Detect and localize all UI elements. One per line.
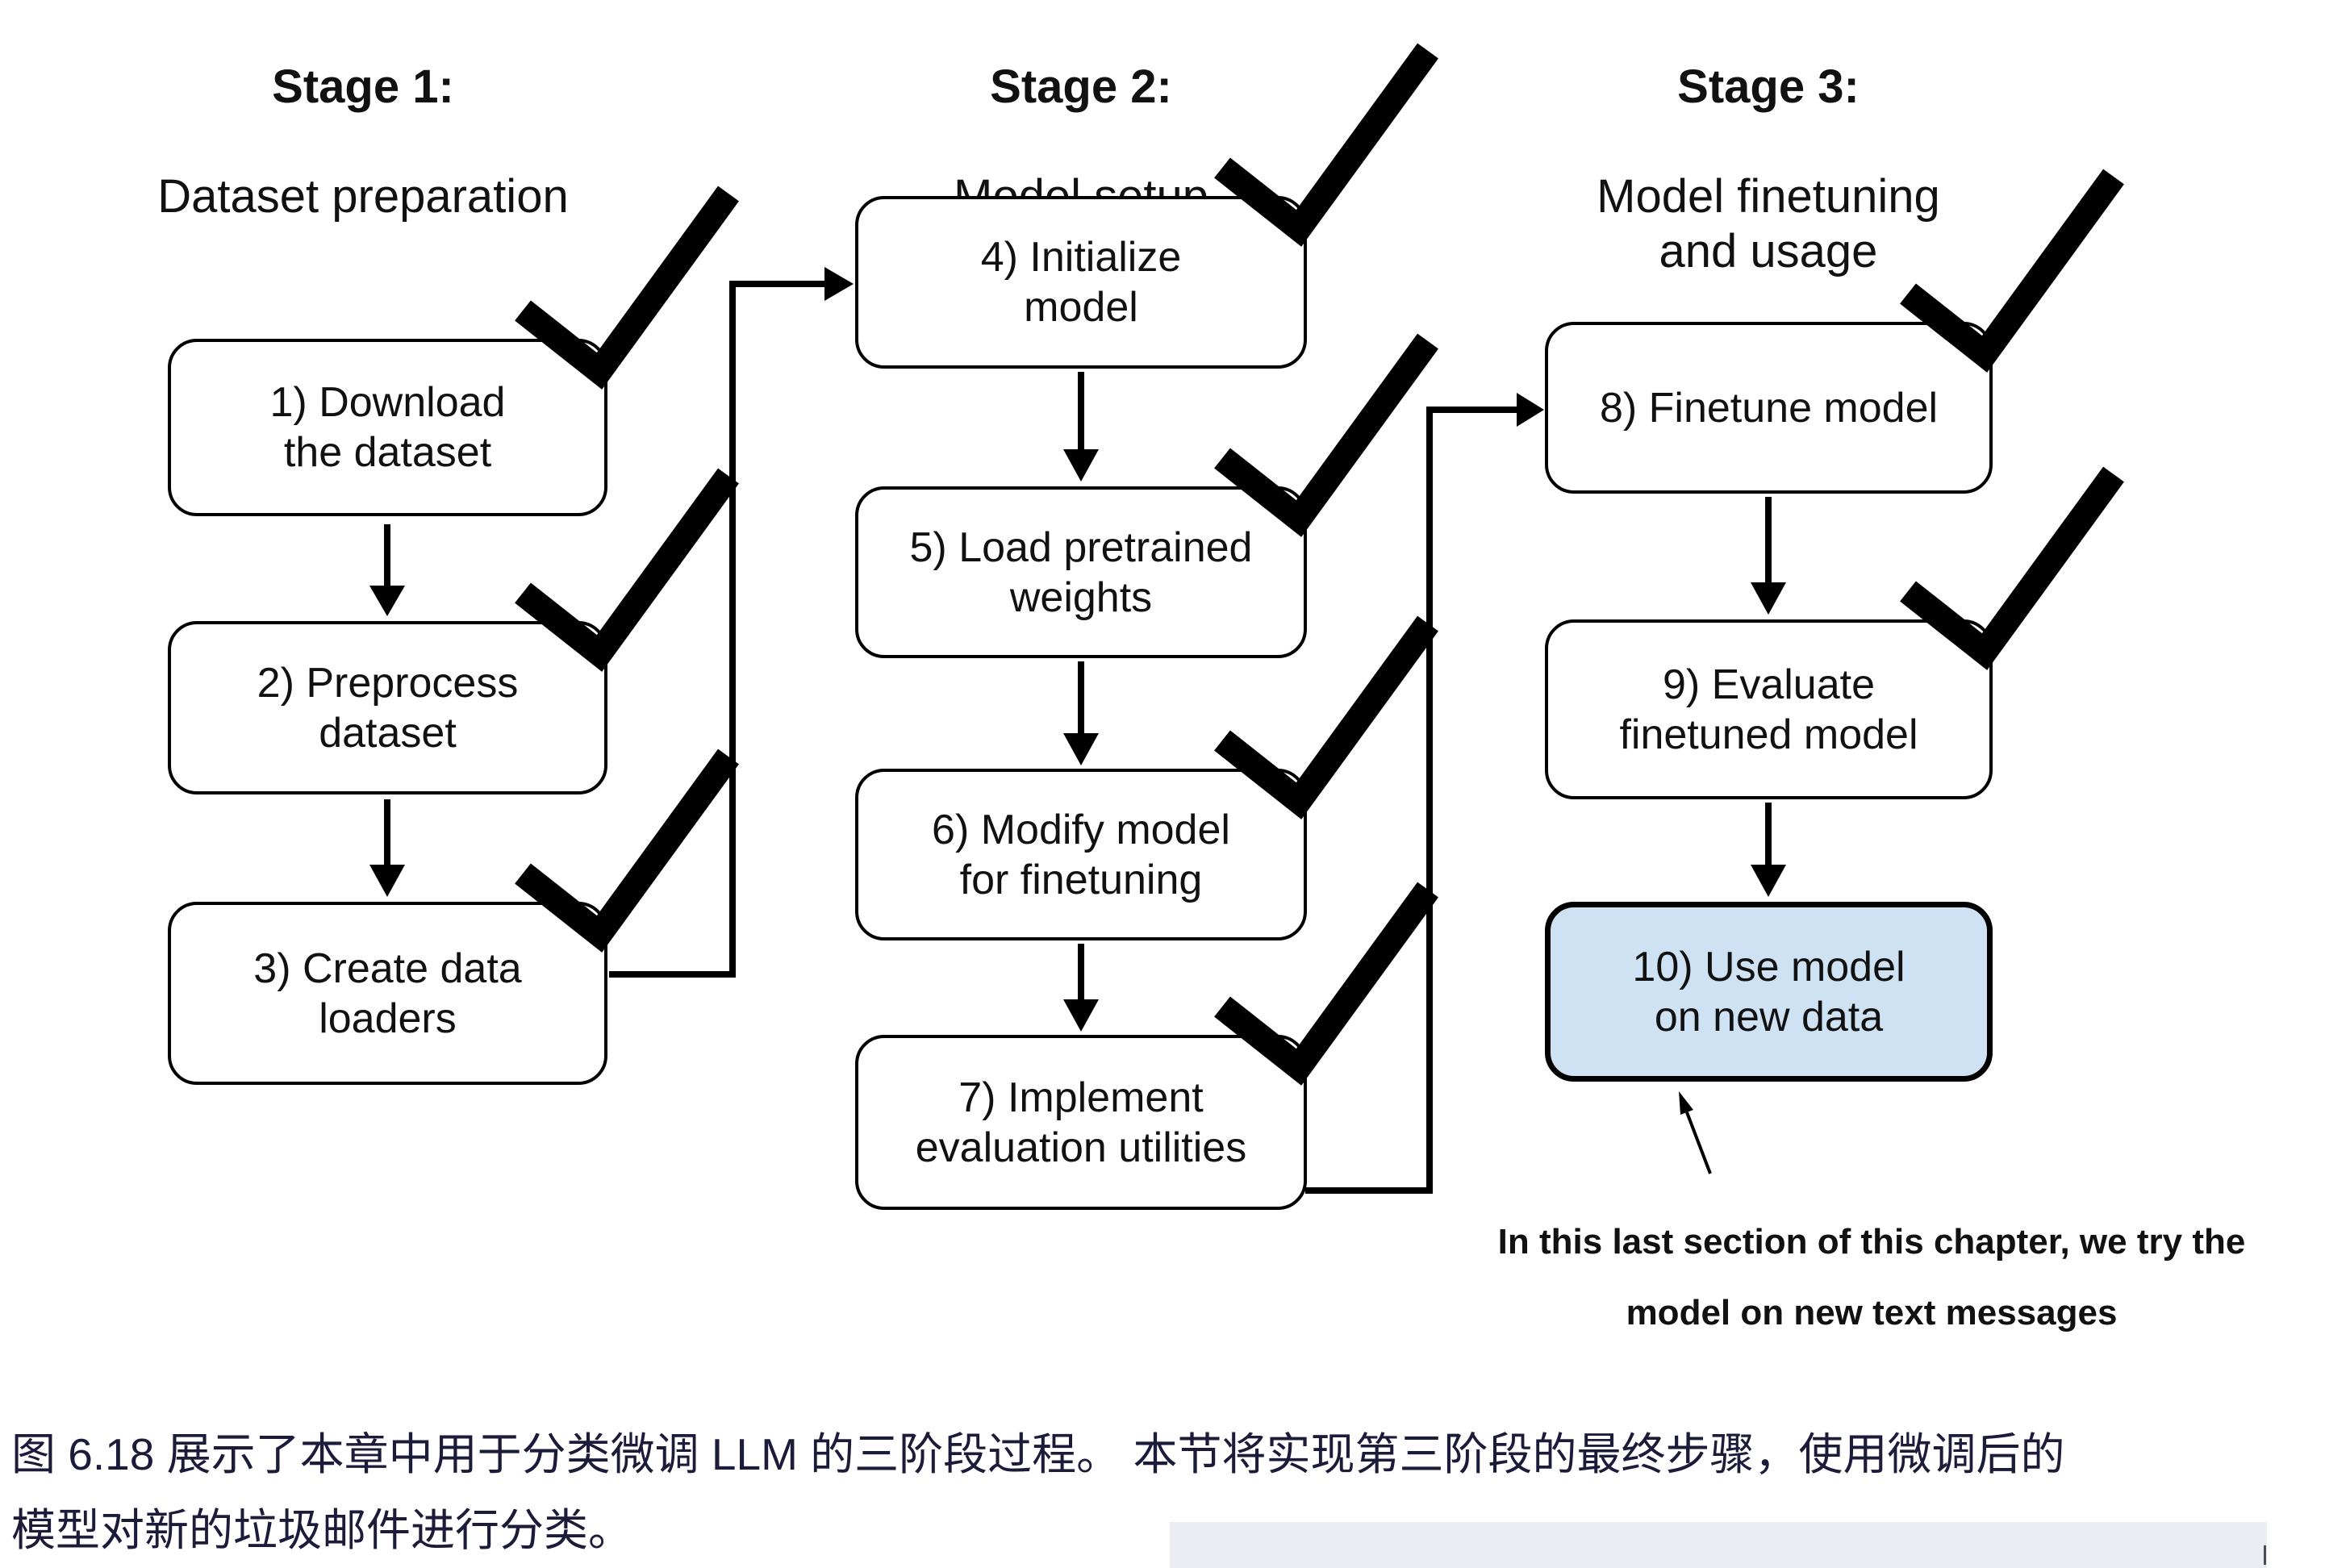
step-box-5: 5) Load pretrained weights bbox=[855, 486, 1307, 658]
text-cursor bbox=[2264, 1545, 2266, 1565]
stage3-title-line: Stage 3: bbox=[1677, 60, 1860, 113]
stage3-title: Stage 3: Model finetuning and usage bbox=[1526, 5, 2010, 334]
step-box-4: 4) Initialize model bbox=[855, 196, 1307, 369]
annotation-arrow bbox=[1679, 1091, 1712, 1174]
connector-stage2-to-stage3 bbox=[1305, 407, 1517, 1194]
stage1-title-line: Stage 1: bbox=[272, 60, 454, 113]
stage1-subtitle: Dataset preparation bbox=[157, 170, 569, 223]
stage1-title: Stage 1: Dataset preparation bbox=[121, 5, 605, 279]
step-box-4-label: 4) Initialize model bbox=[980, 234, 1182, 331]
step-box-6-label: 6) Modify model for finetuning bbox=[932, 806, 1230, 903]
step-box-5-label: 5) Load pretrained weights bbox=[909, 523, 1253, 621]
connector-stage1-to-stage2 bbox=[609, 281, 824, 978]
step-box-1: 1) Download the dataset bbox=[168, 339, 607, 516]
step-box-2-label: 2) Preprocess dataset bbox=[257, 659, 519, 757]
stage2-title-line: Stage 2: bbox=[990, 60, 1172, 113]
step-box-9-label: 9) Evaluate finetuned model bbox=[1619, 661, 1918, 758]
step-box-7-label: 7) Implement evaluation utilities bbox=[915, 1074, 1247, 1171]
stage3-subtitle: Model finetuning and usage bbox=[1597, 170, 1940, 277]
step-box-8: 8) Finetune model bbox=[1545, 322, 1993, 494]
step-box-6: 6) Modify model for finetuning bbox=[855, 769, 1307, 940]
step-box-9: 9) Evaluate finetuned model bbox=[1545, 619, 1993, 799]
figure-caption: 图 6.18 展示了本章中用于分类微调 LLM 的三阶段过程。 本节将实现第三阶… bbox=[11, 1429, 2065, 1555]
step-box-3: 3) Create data loaders bbox=[168, 902, 607, 1085]
annotation-text: In this last section of this chapter, we… bbox=[1497, 1222, 2246, 1332]
step-box-10-label: 10) Use model on new data bbox=[1632, 943, 1905, 1040]
step-box-1-label: 1) Download the dataset bbox=[269, 379, 506, 476]
step-box-3-label: 3) Create data loaders bbox=[253, 945, 522, 1042]
step-box-7: 7) Implement evaluation utilities bbox=[855, 1035, 1307, 1210]
step-box-8-label: 8) Finetune model bbox=[1599, 384, 1939, 432]
step-box-2: 2) Preprocess dataset bbox=[168, 621, 607, 794]
step-box-10: 10) Use model on new data bbox=[1545, 902, 1993, 1082]
background-band bbox=[1170, 1522, 2267, 1568]
